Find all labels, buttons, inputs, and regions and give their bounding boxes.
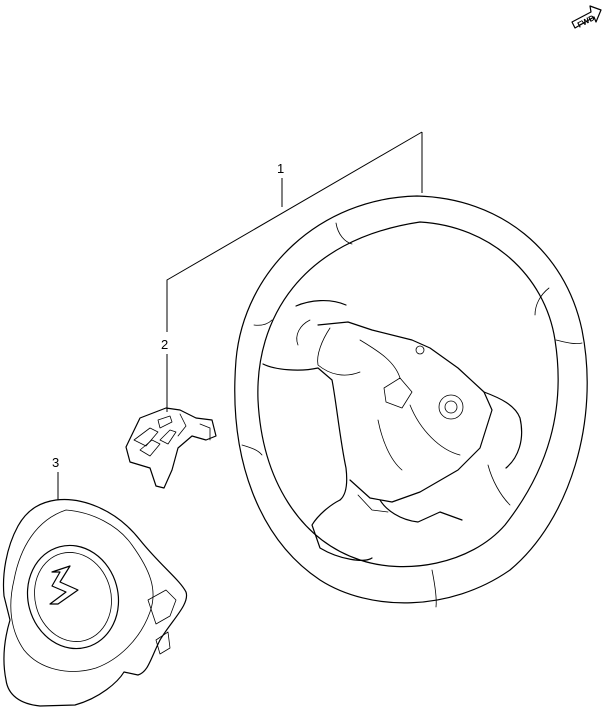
steering-switch bbox=[125, 407, 217, 489]
fwd-arrow-icon: FWD bbox=[571, 5, 602, 30]
callout-2: 2 bbox=[161, 337, 169, 352]
fwd-label: FWD bbox=[576, 13, 597, 30]
callout-1: 1 bbox=[277, 161, 285, 176]
suzuki-logo-icon bbox=[49, 565, 79, 605]
steering-wheel bbox=[234, 195, 588, 608]
leader-lines bbox=[57, 131, 423, 500]
callout-3: 3 bbox=[52, 455, 60, 470]
airbag-pad bbox=[2, 498, 188, 707]
leader-line-1-bracket bbox=[166, 131, 423, 332]
